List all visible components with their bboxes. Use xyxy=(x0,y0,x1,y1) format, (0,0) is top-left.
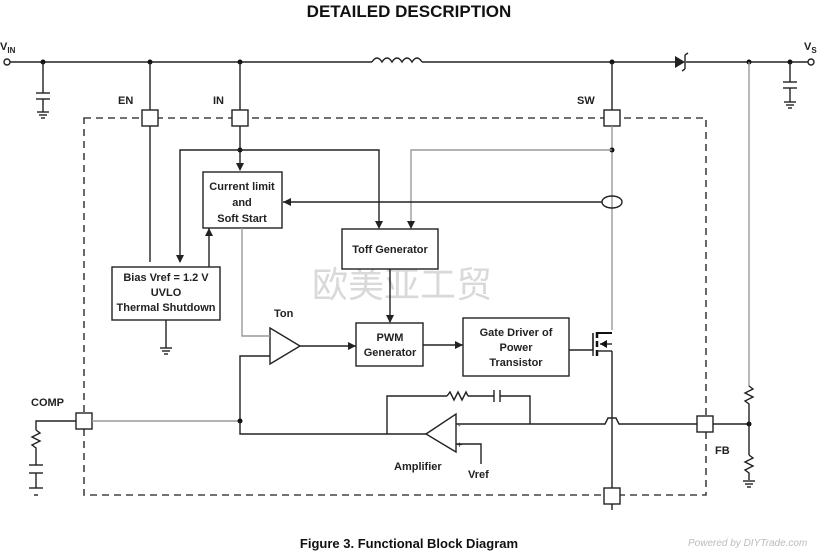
ton-label: Ton xyxy=(274,308,294,320)
pin-in xyxy=(231,109,249,127)
toff-generator-block xyxy=(341,228,439,270)
pin-sw xyxy=(603,109,621,127)
input-capacitor xyxy=(36,62,50,119)
powered-by: Powered by DIYTrade.com xyxy=(688,538,807,549)
bias-line2: UVLO xyxy=(151,287,182,299)
power-transistor xyxy=(569,332,612,356)
svg-text:+: + xyxy=(457,440,462,450)
bias-line3: Thermal Shutdown xyxy=(117,302,216,314)
gate-driver-line3: Transistor xyxy=(489,357,543,369)
vin-label: VIN xyxy=(0,41,16,55)
input-rail xyxy=(3,52,815,72)
vref-label: Vref xyxy=(468,469,489,481)
ic-boundary xyxy=(83,117,707,496)
current-limit-block xyxy=(202,171,283,229)
comp-resistor xyxy=(30,429,42,455)
divider-resistor-top xyxy=(743,385,755,424)
pin-en xyxy=(141,109,159,127)
pwm-generator-block xyxy=(355,322,424,367)
pin-gnd xyxy=(603,487,621,505)
pwm-line1: PWM xyxy=(377,332,404,344)
error-amplifier xyxy=(424,412,457,454)
gate-driver-line2: Power xyxy=(499,342,533,354)
pin-comp-label: COMP xyxy=(31,397,64,409)
pin-sw-label: SW xyxy=(577,95,595,107)
pwm-line2: Generator xyxy=(364,347,417,359)
current-limit-line2: and xyxy=(232,197,252,209)
pin-comp xyxy=(75,412,93,430)
diode xyxy=(675,52,689,72)
pin-en-label: EN xyxy=(118,95,133,107)
divider-resistor-bottom xyxy=(743,454,755,480)
gate-driver-block xyxy=(462,317,570,377)
vs-terminal xyxy=(807,58,815,66)
output-capacitor xyxy=(783,62,797,109)
pin-in-label: IN xyxy=(213,95,224,107)
current-limit-line3: Soft Start xyxy=(217,213,267,225)
amplifier-label: Amplifier xyxy=(394,461,442,473)
bias-line1: Bias Vref = 1.2 V xyxy=(123,272,209,284)
gate-driver-line1: Gate Driver of xyxy=(480,327,553,339)
figure-caption: Figure 3. Functional Block Diagram xyxy=(300,536,518,551)
bias-block xyxy=(111,266,221,321)
pin-fb-label: FB xyxy=(715,445,730,457)
watermark: 欧美亚工贸 xyxy=(312,265,492,306)
vs-label: VS xyxy=(804,41,817,55)
toff-label: Toff Generator xyxy=(352,244,428,256)
current-limit-line1: Current limit xyxy=(209,181,275,193)
feedback-resistor xyxy=(446,390,469,402)
vin-terminal xyxy=(3,58,11,66)
page-title: DETAILED DESCRIPTION xyxy=(307,2,512,21)
ton-comparator xyxy=(269,326,302,366)
svg-text:-: - xyxy=(458,421,461,430)
pin-fb xyxy=(696,415,714,433)
inductor xyxy=(371,57,423,64)
